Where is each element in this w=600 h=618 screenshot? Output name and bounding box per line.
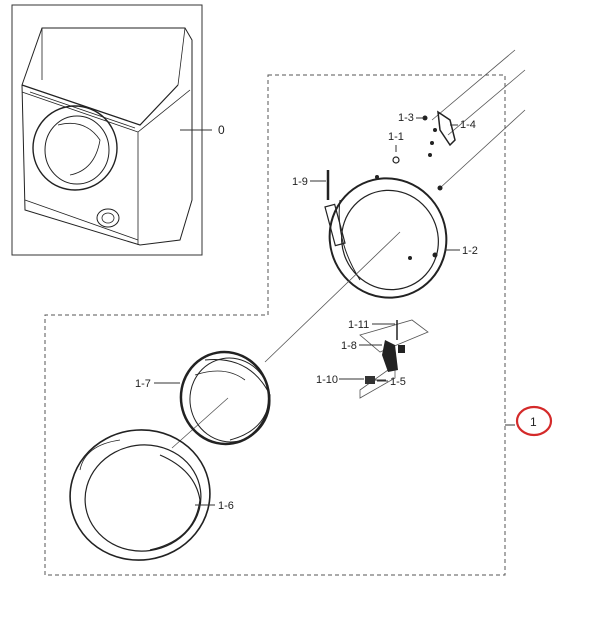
callout-1: 1 [530,415,537,429]
callout-1-11: 1-11 [348,319,369,331]
highlight-circle [515,405,553,437]
hinge-assembly [422,49,526,157]
overview-frame [11,4,203,256]
hinge-screw-c [430,141,434,145]
callout-1-9: 1-9 [292,176,308,188]
callout-1-1: 1-1 [388,131,404,143]
latch-hook-1-8 [382,340,398,372]
callout-1-7: 1-7 [135,378,151,390]
door-frame-inner [324,109,526,299]
overview-panel: 0 [11,4,225,256]
callout-1-10: 1-10 [316,374,338,386]
callout-1-6: 1-6 [218,500,234,512]
callout-1-5: 1-5 [390,376,406,388]
assembly-boundary [44,74,506,576]
callout-0: 0 [218,123,225,137]
explode-axis-lower [171,397,229,449]
dryer-overview-icon [21,27,193,246]
door-glass-1-7 [179,350,271,446]
hinge-screw-a [422,115,428,121]
latch-spring-1-10 [365,376,375,384]
hinge-screw-d [428,153,432,157]
callout-1-3: 1-3 [398,112,414,124]
door-frame-outer-1-6 [69,429,211,561]
hinge-screw-b [433,128,437,132]
screw-1-1 [392,156,400,164]
latch-assembly [359,319,429,399]
hinge-bracket [437,110,456,147]
callout-1-4: 1-4 [460,119,476,131]
explode-axis-upper [264,231,401,363]
callout-1-8: 1-8 [341,340,357,352]
callout-1-2: 1-2 [462,245,478,257]
